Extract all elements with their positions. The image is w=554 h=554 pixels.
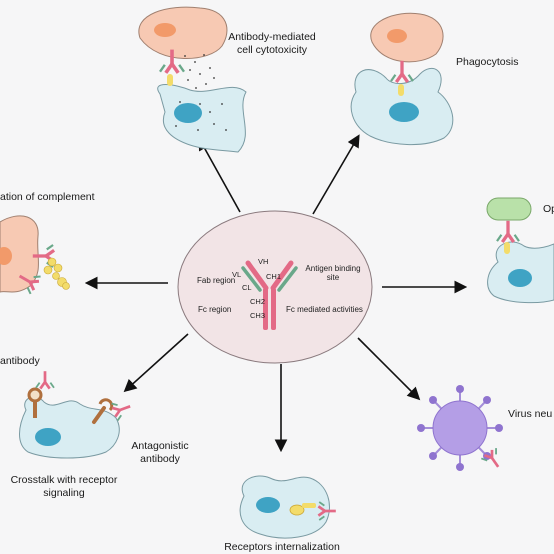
antibody-structure <box>241 260 298 330</box>
crosstalk-label-line1: Crosstalk with receptor <box>10 474 118 486</box>
arrow-virus <box>357 337 421 401</box>
antagonistic-label: Antagonistic antibody <box>124 440 196 466</box>
adcc-label: Antibody-mediated cell cytotoxicity <box>222 31 322 57</box>
arrow-receptor <box>123 333 189 393</box>
arrow-phagocytosis <box>312 134 360 215</box>
adcc-label-line1: Antibody-mediated <box>228 31 316 43</box>
virus-neutralization-label: Virus neu <box>508 408 553 420</box>
fc-region-label: Fc region <box>198 305 232 314</box>
cl-label: CL <box>242 283 252 292</box>
complement-illustration <box>0 215 70 296</box>
antigen-binding-site-label: Antigen binding site <box>305 264 361 282</box>
ch3-label: CH3 <box>250 311 266 320</box>
ch2-label: CH2 <box>250 297 266 306</box>
adcc-label-line2: cell cytotoxicity <box>236 44 308 56</box>
crosstalk-label: Crosstalk with receptor signaling <box>0 474 128 500</box>
crosstalk-label-line2: signaling <box>43 487 85 499</box>
internalization-illustration <box>239 475 336 539</box>
adcc-illustration <box>138 6 247 153</box>
complement-label: ation of complement <box>0 191 95 203</box>
receptors-internalization-label: Receptors internalization <box>224 541 340 553</box>
arrows <box>84 134 468 453</box>
receptor-cell-illustration <box>19 371 134 459</box>
virus-illustration <box>417 385 507 473</box>
antagonistic-label-line1: Antagonistic <box>131 440 189 452</box>
phagocytosis-illustration <box>350 12 454 146</box>
ch1-label: CH1 <box>266 272 282 281</box>
opsonization-illustration <box>486 197 554 304</box>
vh-label: VH <box>258 257 269 266</box>
arrow-adcc <box>198 137 241 213</box>
antagonistic-label-line2: antibody <box>140 453 180 465</box>
opsonization-label: Op <box>543 203 554 215</box>
vl-label: VL <box>232 270 242 279</box>
fc-mediated-activities-label: Fc mediated activities <box>286 305 363 314</box>
phagocytosis-label: Phagocytosis <box>456 56 519 68</box>
agonistic-antibody-label: antibody <box>0 355 40 367</box>
fab-region-label: Fab region <box>197 276 236 285</box>
